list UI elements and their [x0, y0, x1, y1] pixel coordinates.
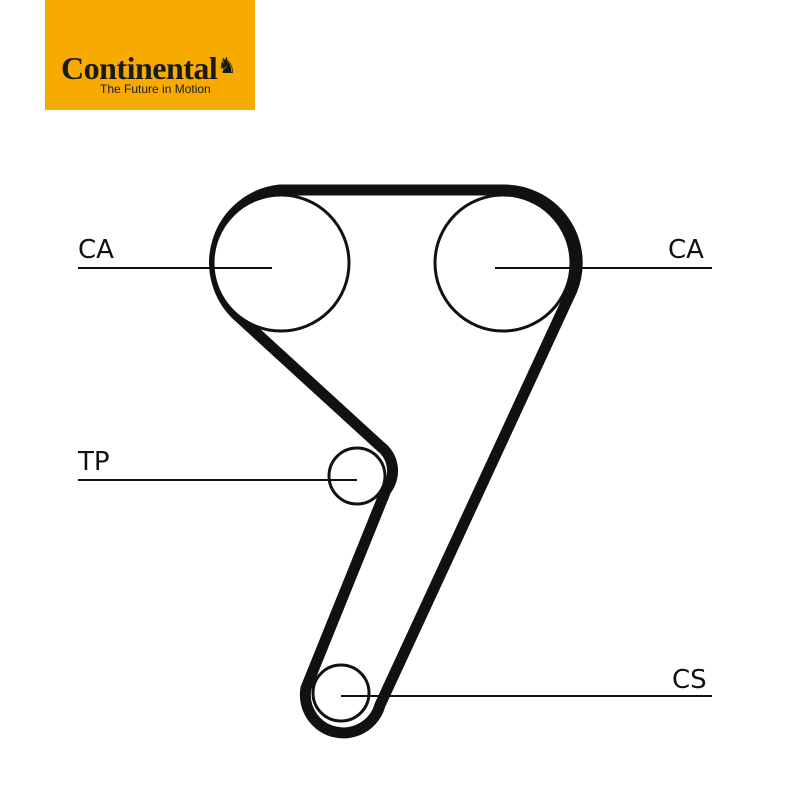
logo-brand: Continental	[61, 50, 218, 86]
label-ca-right: CA	[668, 235, 704, 265]
horse-icon: ♞	[217, 53, 237, 78]
continental-logo: Continental ♞ The Future in Motion	[45, 0, 255, 110]
logo-tagline: The Future in Motion	[100, 82, 211, 96]
label-tp: TP	[77, 447, 110, 477]
label-cs: CS	[672, 665, 707, 695]
label-ca-left: CA	[78, 235, 114, 265]
camshaft-pulley-right	[433, 193, 573, 333]
camshaft-pulley-left	[211, 193, 351, 333]
crankshaft-pulley	[311, 663, 371, 723]
tensioner-pulley	[327, 446, 387, 506]
